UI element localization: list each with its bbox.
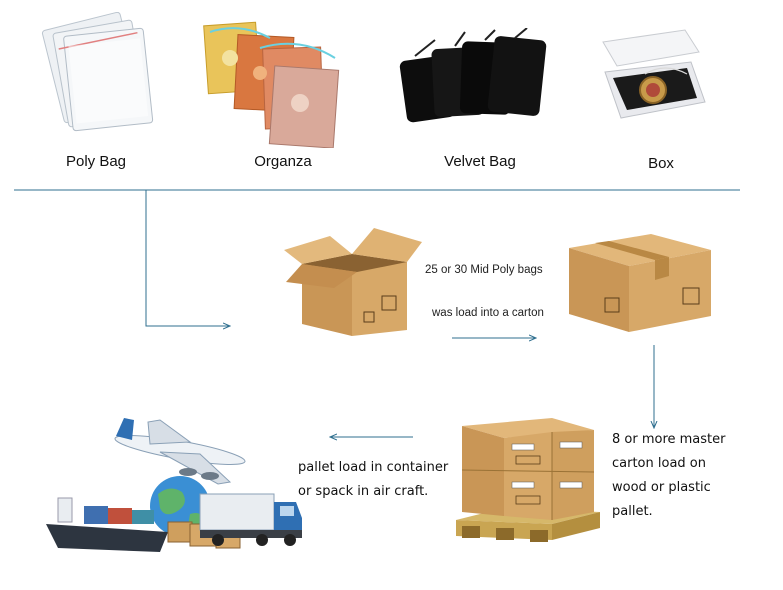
- step2-note-line4: pallet.: [612, 504, 653, 519]
- airplane-icon: [114, 418, 246, 485]
- step3-note-line2: or spack in air craft.: [298, 484, 429, 499]
- cargo-ship-icon: [46, 497, 168, 552]
- step2-note-line1: 8 or more master: [612, 432, 726, 447]
- connector-to-carton: [145, 190, 230, 326]
- gift-box-image: [602, 29, 706, 119]
- sealed-carton-image: [569, 234, 711, 332]
- step2-note: 8 or more master carton load on wood or …: [612, 428, 725, 524]
- product-label-organza: Organza: [254, 153, 312, 170]
- step2-note-line3: wood or plastic: [612, 480, 711, 495]
- step3-note-line1: pallet load in container: [298, 460, 449, 475]
- transport-image: [46, 418, 302, 552]
- poly-bag-image: [41, 12, 154, 132]
- product-label-box: Box: [648, 155, 674, 172]
- organza-image: [203, 21, 340, 148]
- pallet-image: [456, 418, 600, 542]
- product-label-velvet-bag: Velvet Bag: [444, 153, 516, 170]
- open-carton-image: [284, 228, 422, 336]
- step2-note-line2: carton load on: [612, 456, 706, 471]
- step1-note-line1: 25 or 30 Mid Poly bags: [425, 264, 543, 276]
- step3-note: pallet load in container or spack in air…: [298, 456, 448, 504]
- step1-note-line2: was load into a carton: [432, 307, 544, 319]
- truck-icon: [199, 493, 302, 546]
- product-label-poly-bag: Poly Bag: [65, 153, 127, 170]
- velvet-bag-image: [399, 28, 547, 123]
